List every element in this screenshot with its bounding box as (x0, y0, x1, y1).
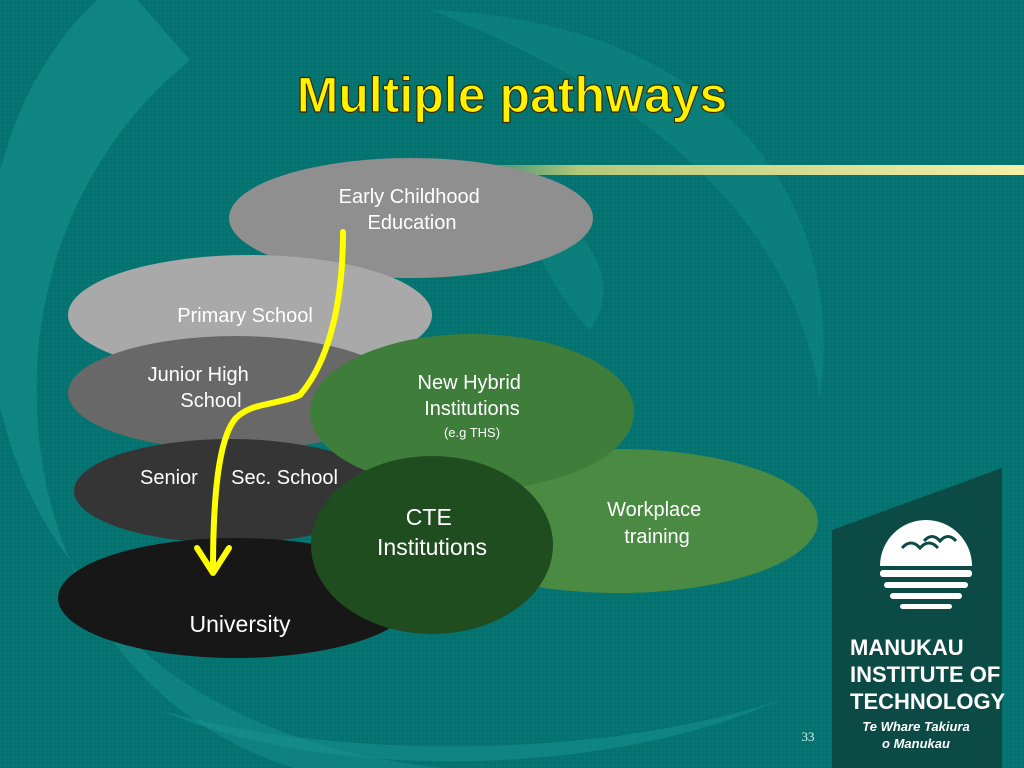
new-hybrid-line1: New Hybrid (418, 372, 521, 394)
workplace-label: Workplace training (607, 499, 707, 548)
page-number: 33 (802, 729, 815, 744)
new-hybrid-line2: Institutions (424, 398, 520, 420)
early-childhood-line2: Education (368, 212, 457, 234)
cte-label: CTE Institutions (377, 504, 487, 560)
pathway-arrow (194, 229, 346, 576)
title-underline-bar (340, 165, 1024, 175)
junior-high-line2: School (180, 390, 241, 412)
logo-maori-line2: o Manukau (882, 736, 950, 751)
background-swirls (0, 0, 824, 768)
logo-line1: MANUKAU (850, 635, 964, 660)
logo-line2: INSTITUTE OF (850, 662, 1000, 687)
logo-line3: TECHNOLOGY (850, 689, 1006, 714)
logo-maori-line1: Te Whare Takiura (862, 719, 969, 734)
manukau-emblem-icon (880, 520, 972, 609)
new-hybrid-ellipse (310, 334, 634, 490)
cte-institutions-ellipse (311, 456, 553, 634)
senior-sec-label: Senior Sec. School (140, 467, 338, 489)
new-hybrid-note: (e.g THS) (444, 425, 500, 440)
early-childhood-ellipse (229, 158, 593, 278)
slide-title: Multiple pathways (297, 67, 728, 123)
primary-school-label: Primary School (177, 305, 313, 327)
new-hybrid-label: New Hybrid Institutions (418, 372, 527, 420)
university-label: University (190, 611, 291, 637)
cte-line2: Institutions (377, 534, 487, 560)
workplace-line2: training (624, 526, 690, 548)
cte-line1: CTE (406, 504, 452, 530)
junior-high-label: Junior High School (148, 364, 255, 412)
early-childhood-label: Early Childhood Education (339, 186, 486, 234)
senior-sec-ellipse (74, 439, 386, 543)
junior-high-line1: Junior High (148, 364, 249, 386)
workplace-line1: Workplace (607, 499, 701, 521)
early-childhood-line1: Early Childhood (339, 186, 480, 208)
manukau-logo-panel: MANUKAU INSTITUTE OF TECHNOLOGY Te Whare… (832, 468, 1006, 768)
